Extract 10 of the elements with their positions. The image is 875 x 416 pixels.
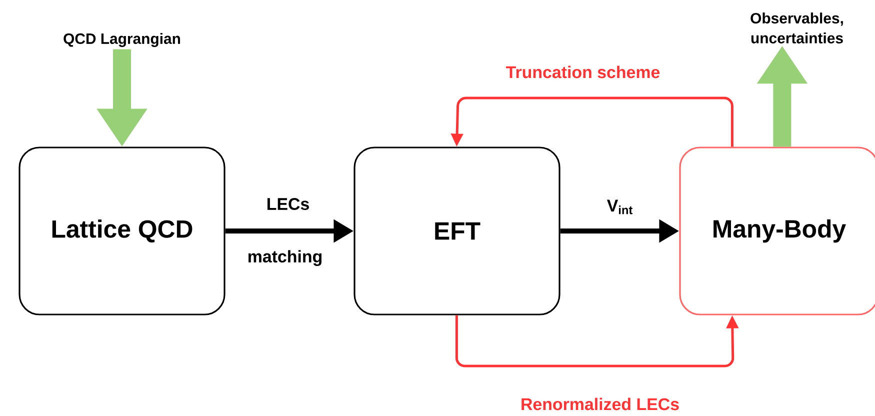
- edge-label: LECs: [265, 197, 311, 211]
- edge-label: Renormalized LECs: [519, 396, 681, 412]
- arrow-caption: matching: [246, 249, 324, 267]
- process-box: Lattice QCD: [18, 146, 226, 316]
- output-text: Observables, uncertainties: [750, 12, 843, 44]
- edge-label: V$_{int}$: [606, 198, 634, 216]
- process-box: Many-Body: [679, 146, 875, 316]
- edge-label: Truncation scheme: [504, 64, 662, 80]
- process-box: EFT: [354, 146, 560, 316]
- input-text: QCD Lagrangian: [64, 33, 180, 47]
